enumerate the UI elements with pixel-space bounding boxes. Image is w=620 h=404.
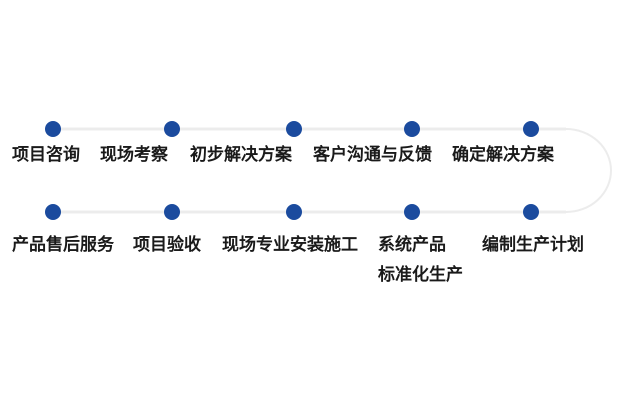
u-turn-arc bbox=[565, 128, 612, 213]
step-dot bbox=[286, 121, 302, 137]
step-label-after-sales-service: 产品售后服务 bbox=[12, 235, 114, 255]
step-dot bbox=[45, 204, 61, 220]
step-label-standardized-production: 系统产品 标准化生产 bbox=[378, 230, 463, 290]
step-label-confirm-solution: 确定解决方案 bbox=[452, 145, 554, 165]
step-label-preliminary-solution: 初步解决方案 bbox=[190, 145, 292, 165]
step-label-project-consultation: 项目咨询 bbox=[12, 145, 80, 165]
step-label-project-acceptance: 项目验收 bbox=[133, 235, 201, 255]
step-label-customer-feedback: 客户沟通与反馈 bbox=[313, 145, 432, 165]
step-dot bbox=[404, 121, 420, 137]
step-dot bbox=[523, 121, 539, 137]
step-label-line1: 系统产品 bbox=[378, 235, 446, 255]
step-label-site-inspection: 现场考察 bbox=[100, 145, 168, 165]
step-dot bbox=[286, 204, 302, 220]
step-dot bbox=[404, 204, 420, 220]
step-dot bbox=[45, 121, 61, 137]
step-dot bbox=[164, 121, 180, 137]
step-label-production-planning: 编制生产计划 bbox=[482, 235, 584, 255]
step-dot bbox=[164, 204, 180, 220]
step-dot bbox=[523, 204, 539, 220]
step-label-line2: 标准化生产 bbox=[378, 265, 463, 285]
step-label-onsite-installation: 现场专业安装施工 bbox=[222, 235, 358, 255]
